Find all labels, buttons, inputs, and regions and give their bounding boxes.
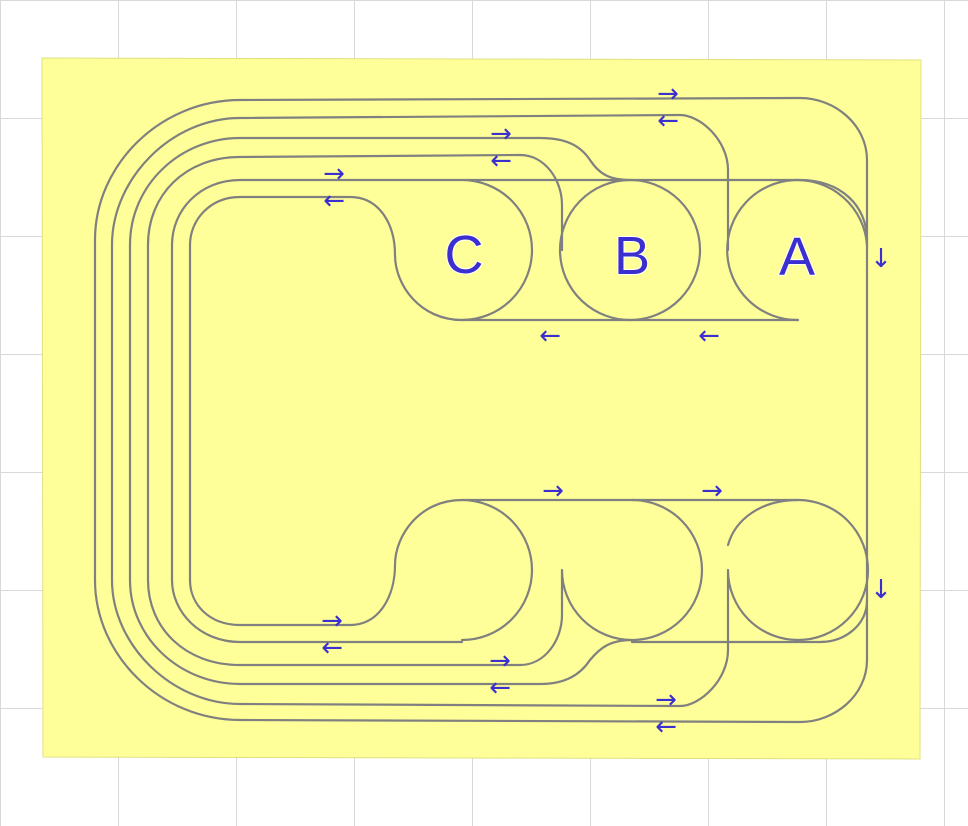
label-c: C [445, 225, 484, 285]
track-lines [93, 96, 870, 724]
arrow-right-icon: → [655, 685, 677, 715]
arrow-left-icon: ← [539, 321, 561, 351]
track-bottom-loop-b [128, 498, 869, 686]
track-outer-bottom-loop [93, 578, 869, 724]
station-labels: A B C [444, 224, 817, 288]
arrow-right-icon: → [490, 119, 512, 149]
direction-arrows: → ← → ← → ← ↓ ← ← → → ↓ → ← → ← → ← [321, 79, 892, 742]
arrow-right-icon: → [542, 476, 564, 506]
track-loop-a [110, 113, 869, 582]
track-outer-top-loop [93, 96, 869, 247]
arrow-left-icon: ← [489, 673, 511, 703]
track-left-verticals [93, 238, 192, 582]
arrow-left-icon: ← [698, 321, 720, 351]
arrow-right-icon: → [323, 159, 345, 189]
track-bottom-loop-c [170, 498, 800, 644]
yellow-panel [41, 57, 922, 760]
arrow-down-icon: ↓ [870, 575, 892, 605]
arrow-left-icon: ← [323, 186, 345, 216]
arrow-right-icon: → [701, 476, 723, 506]
arrow-left-icon: ← [490, 146, 512, 176]
arrow-right-icon: → [657, 79, 679, 109]
arrow-left-icon: ← [657, 106, 679, 136]
arrow-right-icon: → [489, 646, 511, 676]
arrow-down-icon: ↓ [870, 244, 892, 274]
track-loop-c [170, 178, 869, 322]
arrow-left-icon: ← [321, 633, 343, 663]
label-a: A [779, 227, 815, 287]
label-b: B [614, 226, 650, 286]
arrow-right-icon: → [321, 606, 343, 636]
arrow-left-icon: ← [655, 712, 677, 742]
